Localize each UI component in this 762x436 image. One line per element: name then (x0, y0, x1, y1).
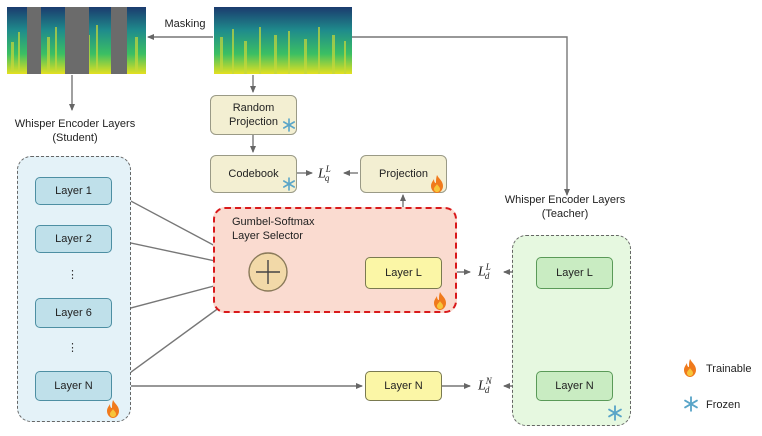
student-title: Whisper Encoder Layers (14, 118, 136, 130)
random-projection-snowflake-icon (282, 118, 296, 132)
ld-n-loss-symbol: LNd (478, 376, 492, 396)
input-spectrogram (214, 7, 352, 74)
random-projection-box: Random Projection (210, 95, 297, 135)
student-layer-2: Layer 2 (35, 225, 112, 253)
codebook-snowflake-icon (282, 177, 296, 191)
legend-frozen-label: Frozen (706, 399, 741, 411)
student-ellipsis-2: ⋮ (67, 342, 78, 354)
ld-l-loss-symbol: LLd (478, 262, 491, 282)
selector-flame-icon (433, 292, 447, 310)
masking-label: Masking (164, 18, 206, 30)
student-layer-6: Layer 6 (35, 298, 112, 328)
student-subtitle: (Student) (52, 132, 98, 144)
selector-title: Gumbel-Softmax (232, 216, 315, 228)
selected-layer-n: Layer N (365, 371, 442, 401)
selector-subtitle: Layer Selector (232, 230, 303, 242)
selected-layer-l: Layer L (365, 257, 442, 289)
teacher-layer-l: Layer L (536, 257, 613, 289)
legend-flame-icon (683, 359, 697, 377)
student-layer-1: Layer 1 (35, 177, 112, 205)
codebook-box: Codebook (210, 155, 297, 193)
student-layer-n: Layer N (35, 371, 112, 401)
teacher-title: Whisper Encoder Layers (504, 194, 626, 206)
teacher-snowflake-icon (607, 405, 623, 421)
lq-loss-symbol: LLq (318, 164, 331, 184)
masked-spectrogram (7, 7, 146, 74)
teacher-subtitle: (Teacher) (541, 208, 589, 220)
weighted-sum-node (248, 252, 288, 292)
teacher-layer-n: Layer N (536, 371, 613, 401)
spectrogram-to-teacher-arrow (352, 36, 570, 196)
student-ellipsis-1: ⋮ (67, 269, 78, 281)
student-flame-icon (106, 400, 120, 418)
projection-flame-icon (430, 175, 444, 193)
legend-trainable-label: Trainable (706, 363, 752, 375)
legend-snowflake-icon (683, 396, 699, 412)
